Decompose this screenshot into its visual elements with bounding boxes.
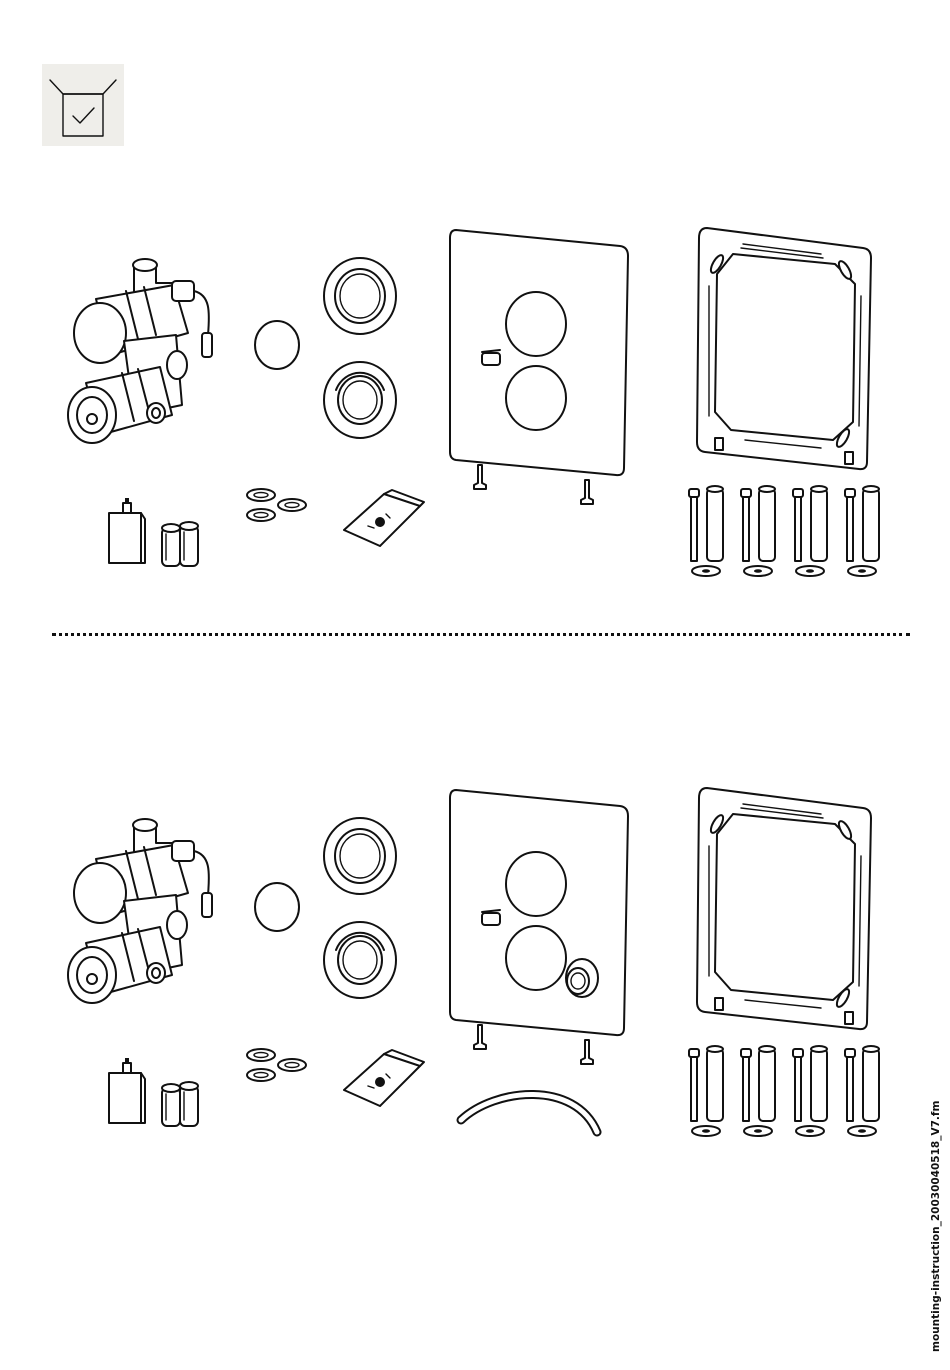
bolt-set — [685, 1045, 885, 1140]
mounting-frame — [695, 786, 875, 1031]
cover-disc — [252, 882, 302, 932]
grease-sachet — [340, 488, 425, 553]
mounting-frame — [695, 226, 875, 471]
hose — [455, 1080, 605, 1140]
screw-right — [577, 478, 597, 508]
rosette-ring-upper — [320, 816, 400, 896]
document-reference: mounting-instruction_20030040518_V7.fm — [930, 1101, 942, 1352]
screw-right — [577, 1038, 597, 1068]
bolt-set — [685, 485, 885, 580]
grease-sachet — [340, 1048, 425, 1113]
cover-plate — [448, 788, 630, 1038]
battery-pack — [105, 497, 150, 567]
battery-pack — [105, 1057, 150, 1127]
rosette-ring-upper — [320, 256, 400, 336]
valve-body — [64, 815, 224, 1010]
box-check-icon — [42, 64, 124, 146]
batteries — [160, 1080, 205, 1130]
cover-disc — [252, 320, 302, 370]
cover-plate — [448, 228, 630, 478]
diverter-knob — [566, 959, 598, 997]
rosette-ring-lower — [320, 360, 400, 440]
scope-of-delivery-icon — [42, 64, 124, 146]
batteries — [160, 520, 205, 570]
washers — [245, 487, 310, 527]
screw-left — [470, 1023, 490, 1053]
screw-left — [470, 463, 490, 493]
section-divider — [52, 633, 910, 636]
valve-body — [64, 255, 224, 450]
washers — [245, 1047, 310, 1087]
rosette-ring-lower — [320, 920, 400, 1000]
